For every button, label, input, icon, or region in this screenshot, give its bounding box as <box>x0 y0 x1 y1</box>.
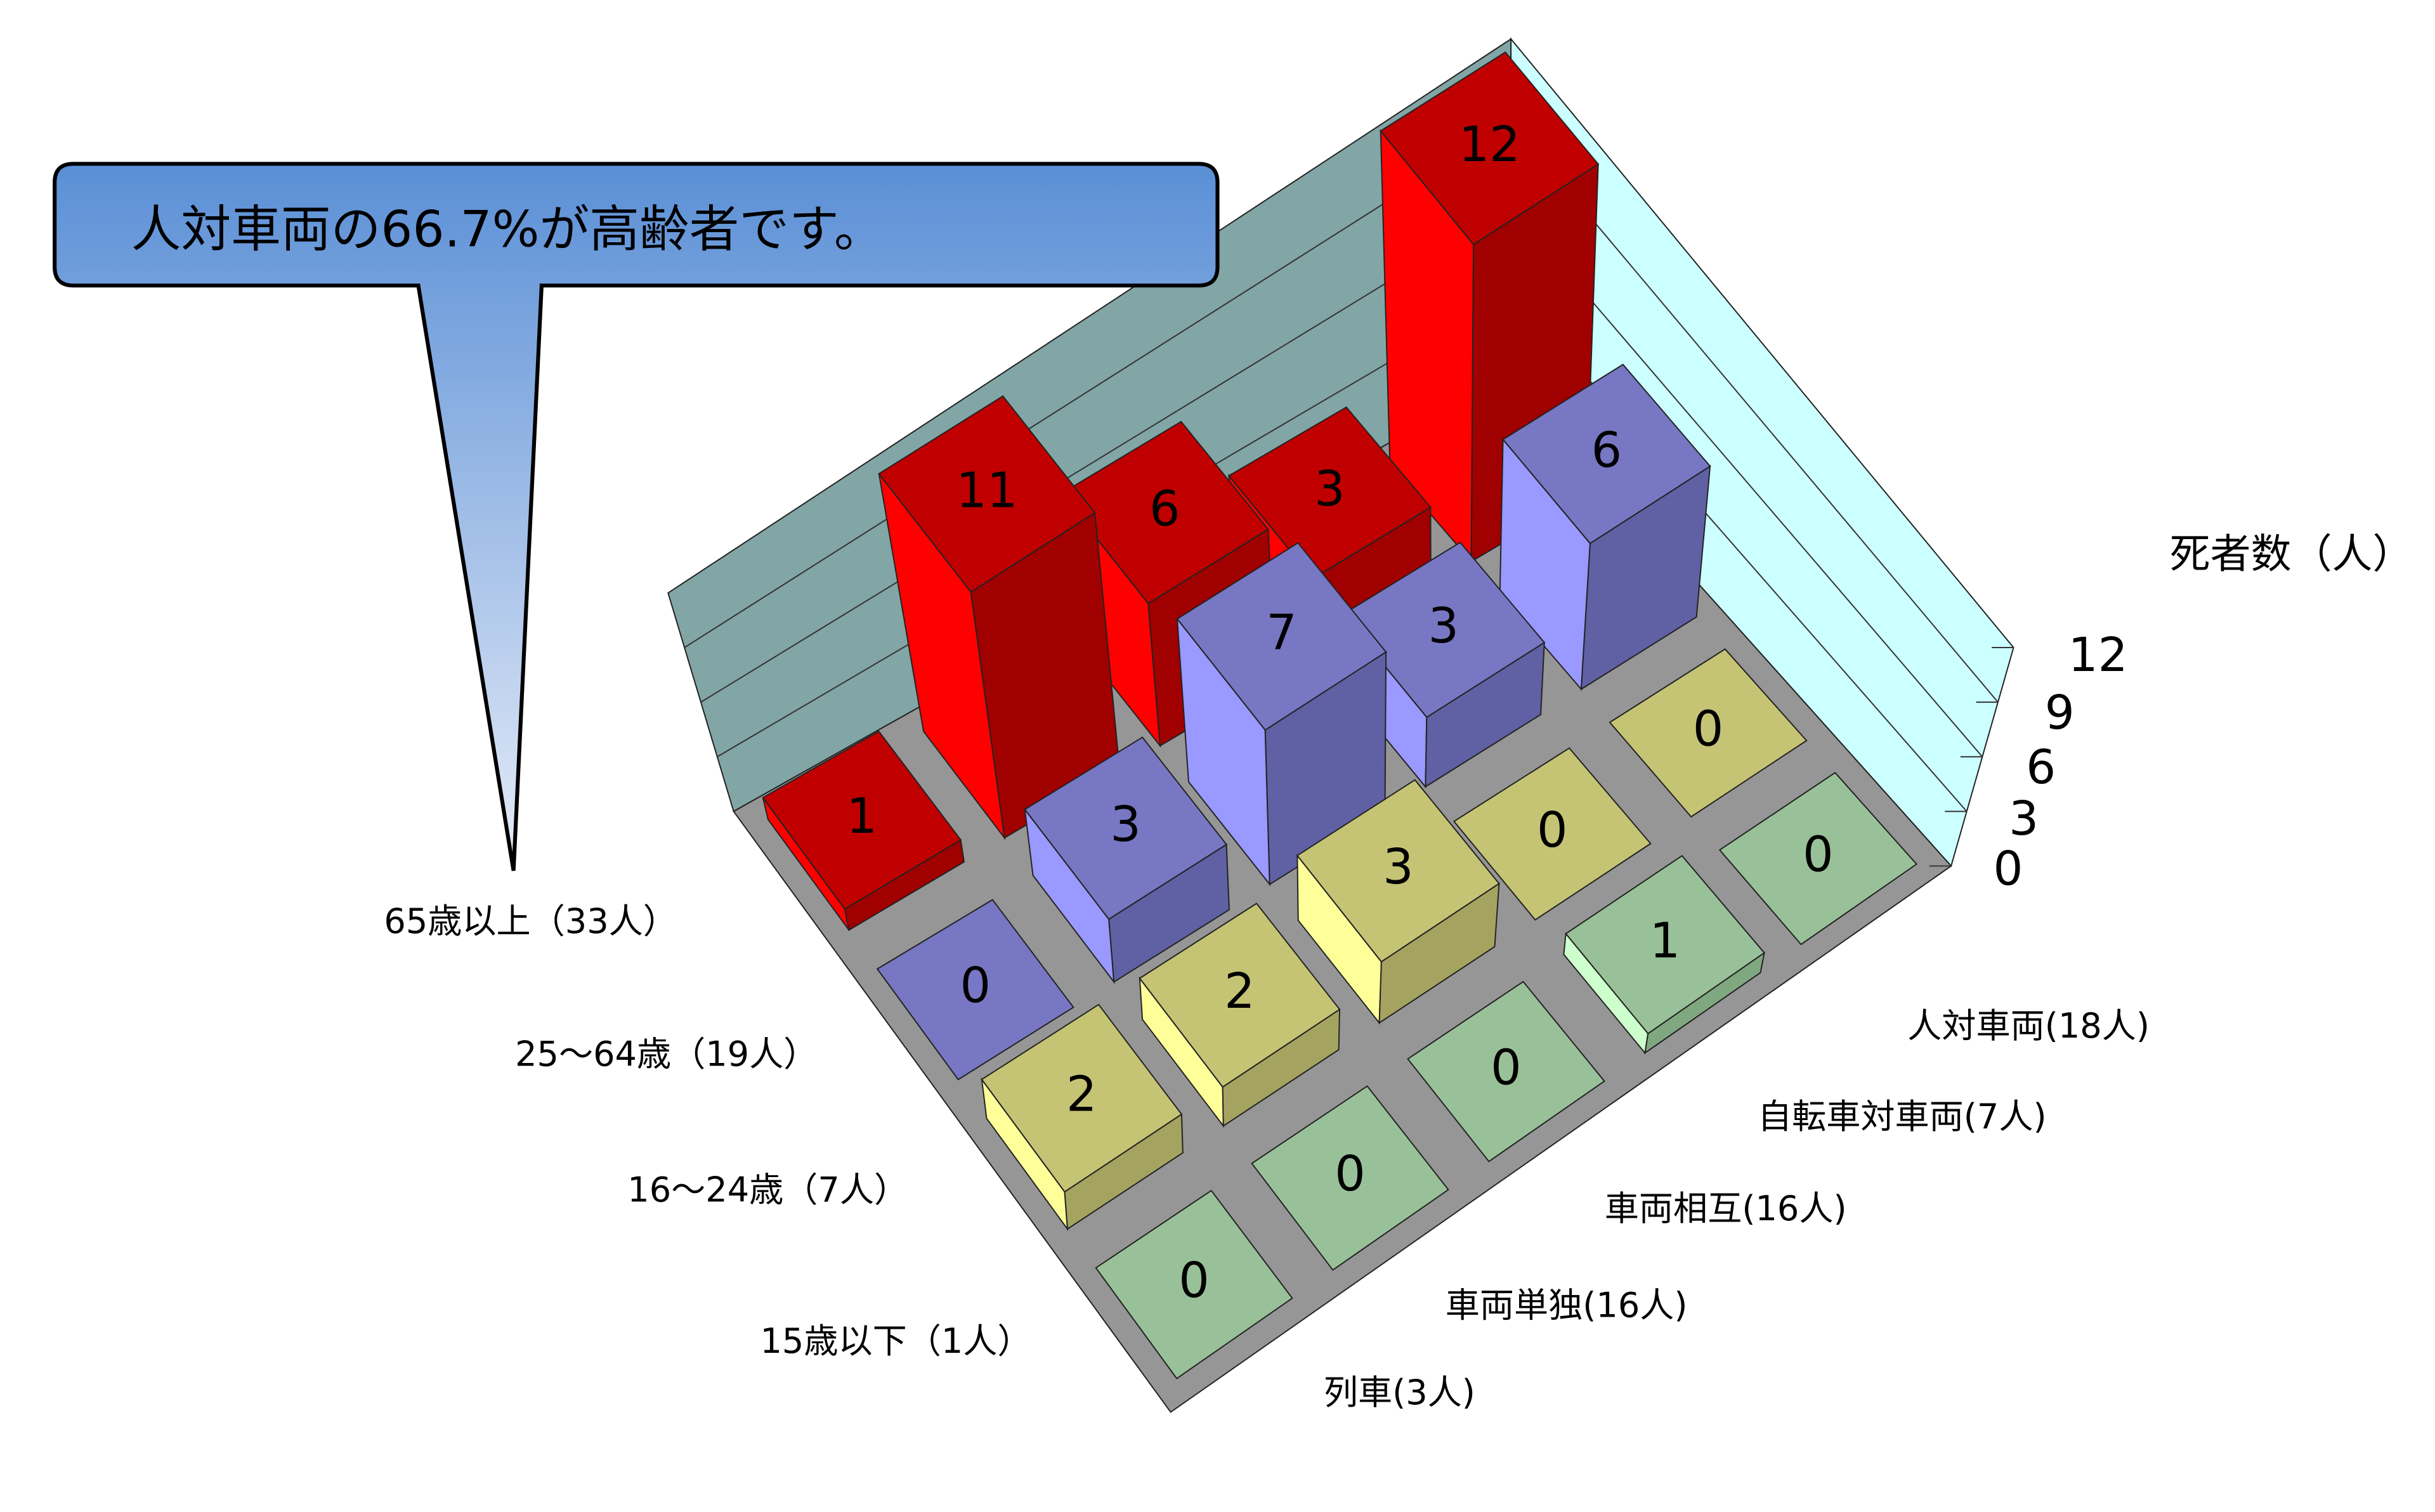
bar-top-face <box>1453 747 1652 921</box>
bar-top-face <box>1342 541 1546 719</box>
bar: 0 <box>1718 772 1918 946</box>
bar: 11 <box>878 395 1121 840</box>
data-label: 6 <box>1149 480 1180 537</box>
z-tick-label: 0 <box>1994 842 2023 896</box>
left-wall-gridline <box>684 122 1511 648</box>
row-label: 16～24歳（7人） <box>627 1170 908 1209</box>
bars: 12 3 6 6 3 0 11 7 0 0 1 3 3 1 0 2 0 2 0 0 <box>762 51 1918 1379</box>
data-label: 3 <box>1428 597 1459 654</box>
left-wall-gridline <box>700 206 1511 703</box>
bar-top-face <box>1296 779 1500 963</box>
data-label: 0 <box>960 957 991 1013</box>
bar: 2 <box>981 1003 1184 1232</box>
data-label: 0 <box>1803 826 1834 883</box>
bar: 3 <box>1296 779 1500 1025</box>
bar-top-face <box>876 899 1074 1081</box>
data-label: 1 <box>1650 912 1681 968</box>
z-axis: 死者数（人） 0 3 6 9 12 <box>1994 531 2413 896</box>
category-label: 列車(3人) <box>1324 1372 1475 1412</box>
data-label: 0 <box>1491 1039 1522 1095</box>
bar-top-face <box>1060 420 1269 604</box>
bar: 0 <box>1251 1085 1449 1271</box>
bar: 7 <box>1176 542 1387 887</box>
bar-top-face <box>1609 648 1808 818</box>
data-label: 3 <box>1314 460 1345 517</box>
bar-top-face <box>1380 51 1600 245</box>
bar: 0 <box>1453 747 1652 921</box>
category-labels: 列車(3人) 車両単独(16人) 車両相互(16人) 自転車対車両(7人) 人対… <box>1324 1006 2150 1412</box>
bar-top-face <box>981 1003 1183 1193</box>
bar: 0 <box>1095 1189 1293 1379</box>
data-label: 0 <box>1178 1252 1210 1308</box>
bar-top-face <box>762 730 962 910</box>
bar-top-face <box>1227 406 1432 580</box>
bar-top-face <box>1502 363 1711 545</box>
bar: 6 <box>1499 363 1711 691</box>
data-label: 7 <box>1266 604 1297 661</box>
data-label: 0 <box>1335 1145 1366 1202</box>
data-label: 1 <box>846 788 877 844</box>
bar-top-face <box>1095 1189 1293 1379</box>
bar-top-face <box>1251 1085 1449 1271</box>
z-tick-label: 6 <box>2026 740 2056 795</box>
data-label: 11 <box>956 462 1017 518</box>
data-label: 12 <box>1459 116 1520 173</box>
bar-top-face <box>1139 903 1341 1088</box>
z-axis-title: 死者数（人） <box>2170 531 2413 578</box>
bar-top-face <box>878 395 1096 593</box>
callout-text: 人対車両の66.7%が高齢者です。 <box>131 200 884 259</box>
bar-top-face <box>1024 736 1228 920</box>
bar-top-face <box>1176 542 1387 731</box>
category-label: 人対車両(18人) <box>1907 1006 2150 1046</box>
bar: 0 <box>1407 981 1605 1163</box>
row-labels: 65歳以上（33人） 25～64歳（19人） 16～24歳（7人） 15歳以下（… <box>384 901 1031 1361</box>
category-label: 車両単独(16人) <box>1446 1285 1688 1325</box>
data-label: 0 <box>1693 700 1724 757</box>
data-label: 3 <box>1110 796 1141 852</box>
category-label: 車両相互(16人) <box>1605 1189 1847 1228</box>
z-tick-label: 9 <box>2045 686 2075 740</box>
bar-top-face <box>1407 981 1605 1163</box>
z-tick-label: 12 <box>2068 628 2128 682</box>
bar-top-face <box>1718 772 1918 946</box>
callout-bubble <box>53 162 1220 871</box>
bar: 3 <box>1024 736 1230 984</box>
bar: 2 <box>1139 903 1341 1128</box>
z-tick-label: 3 <box>2009 792 2039 846</box>
bar: 0 <box>876 899 1074 1081</box>
data-label: 0 <box>1537 802 1568 858</box>
row-label: 65歳以上（33人） <box>384 901 677 941</box>
row-label: 25～64歳（19人） <box>515 1034 818 1074</box>
bar: 1 <box>762 730 965 932</box>
data-label: 2 <box>1224 963 1255 1019</box>
bar: 0 <box>1609 648 1808 818</box>
row-label: 15歳以下（1人） <box>760 1321 1031 1361</box>
bar: 1 <box>1563 855 1765 1055</box>
bar-top-face <box>1565 855 1765 1035</box>
data-label: 2 <box>1066 1066 1097 1122</box>
data-label: 3 <box>1383 838 1414 895</box>
callout: 人対車両の66.7%が高齢者です。 <box>53 162 1220 871</box>
data-label: 6 <box>1591 422 1622 478</box>
category-label: 自転車対車両(7人) <box>1758 1097 2047 1137</box>
